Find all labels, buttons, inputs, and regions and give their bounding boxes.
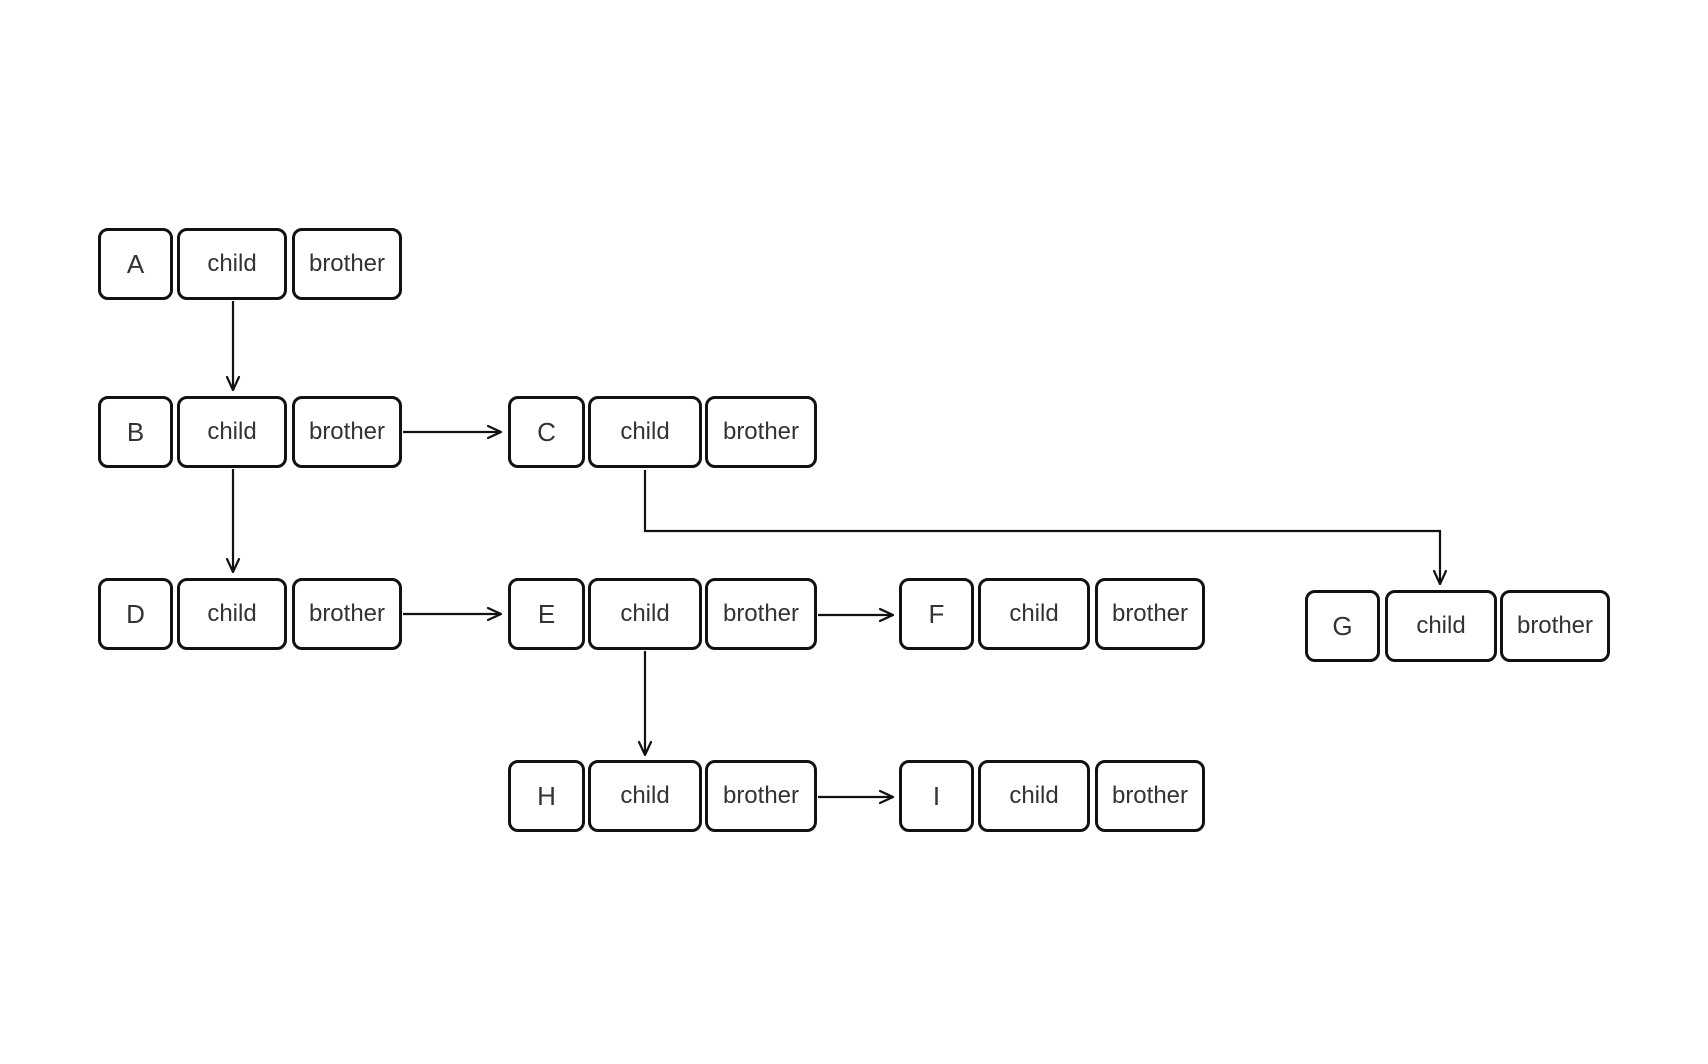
node-C-label: C — [508, 396, 585, 468]
node-E-child-cell: child — [588, 578, 702, 650]
node-G-label: G — [1305, 590, 1380, 662]
node-D-brother-cell: brother — [292, 578, 402, 650]
node-B-label: B — [98, 396, 173, 468]
node-A-brother-cell: brother — [292, 228, 402, 300]
edge-C-child-to-G — [643, 470, 1448, 586]
node-H-child-cell: child — [588, 760, 702, 832]
node-D-child-cell: child — [177, 578, 287, 650]
node-C-child-cell: child — [588, 396, 702, 468]
node-H-brother-cell: brother — [705, 760, 817, 832]
node-A-label: A — [98, 228, 173, 300]
node-H-label: H — [508, 760, 585, 832]
node-B-brother-cell: brother — [292, 396, 402, 468]
node-G-child-cell: child — [1385, 590, 1497, 662]
node-F-child-cell: child — [978, 578, 1090, 650]
node-F-brother-cell: brother — [1095, 578, 1205, 650]
node-E-brother-cell: brother — [705, 578, 817, 650]
node-G-brother-cell: brother — [1500, 590, 1610, 662]
node-F-label: F — [899, 578, 974, 650]
node-E-label: E — [508, 578, 585, 650]
node-C-brother-cell: brother — [705, 396, 817, 468]
node-I-label: I — [899, 760, 974, 832]
node-B-child-cell: child — [177, 396, 287, 468]
node-A-child-cell: child — [177, 228, 287, 300]
node-I-brother-cell: brother — [1095, 760, 1205, 832]
node-D-label: D — [98, 578, 173, 650]
node-I-child-cell: child — [978, 760, 1090, 832]
